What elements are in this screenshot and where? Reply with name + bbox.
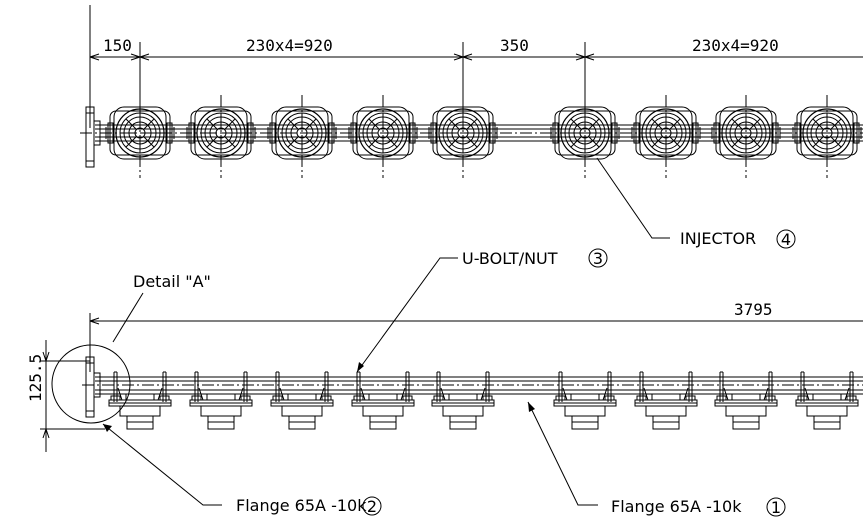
injector-balloon-number: 4 — [781, 230, 791, 249]
dim-150: 150 — [103, 36, 132, 55]
support-group — [108, 371, 859, 430]
u-bolt-support — [553, 371, 617, 430]
detail-a-label: Detail "A" — [133, 272, 211, 291]
u-bolt-support — [108, 371, 172, 430]
injector-label: INJECTOR — [680, 229, 756, 248]
ubolt-balloon-number: 3 — [593, 249, 603, 268]
flange-left-leader — [102, 423, 222, 506]
flange-right-leader — [527, 401, 598, 506]
dim-230x4-right: 230x4=920 — [692, 36, 779, 55]
u-bolt-support — [795, 371, 859, 430]
u-bolt-support — [714, 371, 778, 430]
flange-right-label: Flange 65A -10k — [611, 497, 742, 516]
injector-leader — [596, 157, 670, 239]
injector-balloon — [776, 229, 796, 249]
pipe-elevation — [82, 376, 863, 395]
detail-a-circle — [51, 344, 131, 424]
injector-centerlines — [139, 95, 828, 178]
flange-right-balloon — [766, 497, 786, 517]
u-bolt-support — [270, 371, 334, 430]
ubolt-balloon — [588, 248, 608, 268]
bottom-view: U-BOLT/NUT 3 Detail "A" 3795 125.5 — [26, 248, 863, 517]
u-bolt-support — [431, 371, 495, 430]
detail-a-leader — [112, 292, 144, 343]
ubolt-leader — [356, 257, 458, 373]
dim-125-5: 125.5 — [26, 354, 45, 402]
flange-left-balloon — [362, 496, 382, 516]
dim-230x4-left: 230x4=920 — [246, 36, 333, 55]
u-bolt-support — [351, 371, 415, 430]
flange-left-label: Flange 65A -10k — [236, 496, 367, 515]
flange-left-balloon-number: 2 — [367, 497, 377, 516]
end-flange-plan — [85, 106, 101, 168]
u-bolt-support — [189, 371, 253, 430]
end-flange-elevation — [85, 356, 101, 418]
ubolt-label: U-BOLT/NUT — [462, 249, 558, 268]
dimension-arrows — [89, 53, 595, 61]
u-bolt-support — [634, 371, 698, 430]
top-view: 150 230x4=920 350 230x4=920 INJECTOR 4 — [80, 5, 863, 249]
dim-3795: 3795 — [734, 300, 773, 319]
flange-right-balloon-number: 1 — [771, 498, 781, 517]
dim-350: 350 — [500, 36, 529, 55]
